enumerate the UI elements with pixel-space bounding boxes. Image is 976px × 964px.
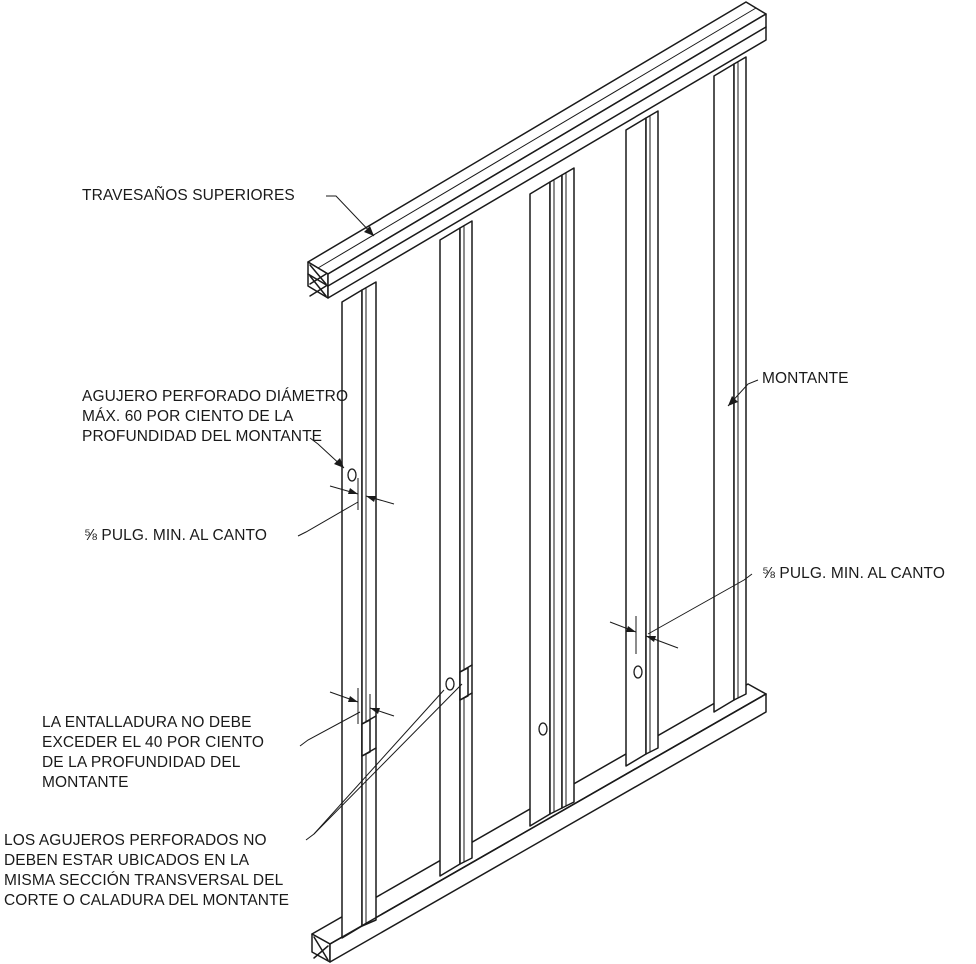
bored-hole-label: AGUJERO PERFORADO DIÁMETRO MÁX. 60 POR C…: [82, 387, 348, 447]
stud-5: [625, 110, 659, 767]
bored-hole-line-3: PROFUNDIDAD DEL MONTANTE: [82, 428, 323, 445]
notch-line-4: MONTANTE: [42, 774, 129, 791]
top-plates-label: TRAVESAÑOS SUPERIORES: [82, 186, 295, 206]
stud-1: [341, 281, 377, 939]
same-section-line-4: CORTE O CALADURA DEL MONTANTE: [4, 892, 290, 909]
notch-line-3: DE LA PROFUNDIDAD DEL: [42, 754, 241, 771]
edge-distance-right-text: ⅝ PULG. MIN. AL CANTO: [762, 565, 945, 582]
notch-line-1: LA ENTALLADURA NO DEBE: [42, 714, 252, 731]
top-plates-text: TRAVESAÑOS SUPERIORES: [82, 187, 295, 204]
stud-label: MONTANTE: [762, 369, 849, 389]
stud-3: [529, 174, 563, 827]
bored-hole-line-2: MÁX. 60 POR CIENTO DE LA: [82, 408, 294, 425]
top-plates: [307, 1, 767, 299]
same-section-label: LOS AGUJEROS PERFORADOS NO DEBEN ESTAR U…: [4, 831, 289, 911]
stud-text: MONTANTE: [762, 370, 849, 387]
stud-4: [561, 167, 575, 809]
edge-distance-left-label: ⅝ PULG. MIN. AL CANTO: [84, 526, 267, 546]
leaders: [297, 195, 759, 841]
edge-distance-right-label: ⅝ PULG. MIN. AL CANTO: [762, 564, 945, 584]
notch-label: LA ENTALLADURA NO DEBE EXCEDER EL 40 POR…: [42, 713, 264, 793]
same-section-line-1: LOS AGUJEROS PERFORADOS NO: [4, 832, 267, 849]
edge-distance-left-text: ⅝ PULG. MIN. AL CANTO: [84, 527, 267, 544]
same-section-line-2: DEBEN ESTAR UBICADOS EN LA: [4, 852, 250, 869]
bored-hole-line-1: AGUJERO PERFORADO DIÁMETRO: [82, 388, 349, 405]
stud-2: [439, 220, 473, 877]
notch-line-2: EXCEDER EL 40 POR CIENTO: [42, 734, 265, 751]
same-section-line-3: MISMA SECCIÓN TRANSVERSAL DEL: [4, 872, 284, 889]
stud-6: [713, 56, 747, 713]
